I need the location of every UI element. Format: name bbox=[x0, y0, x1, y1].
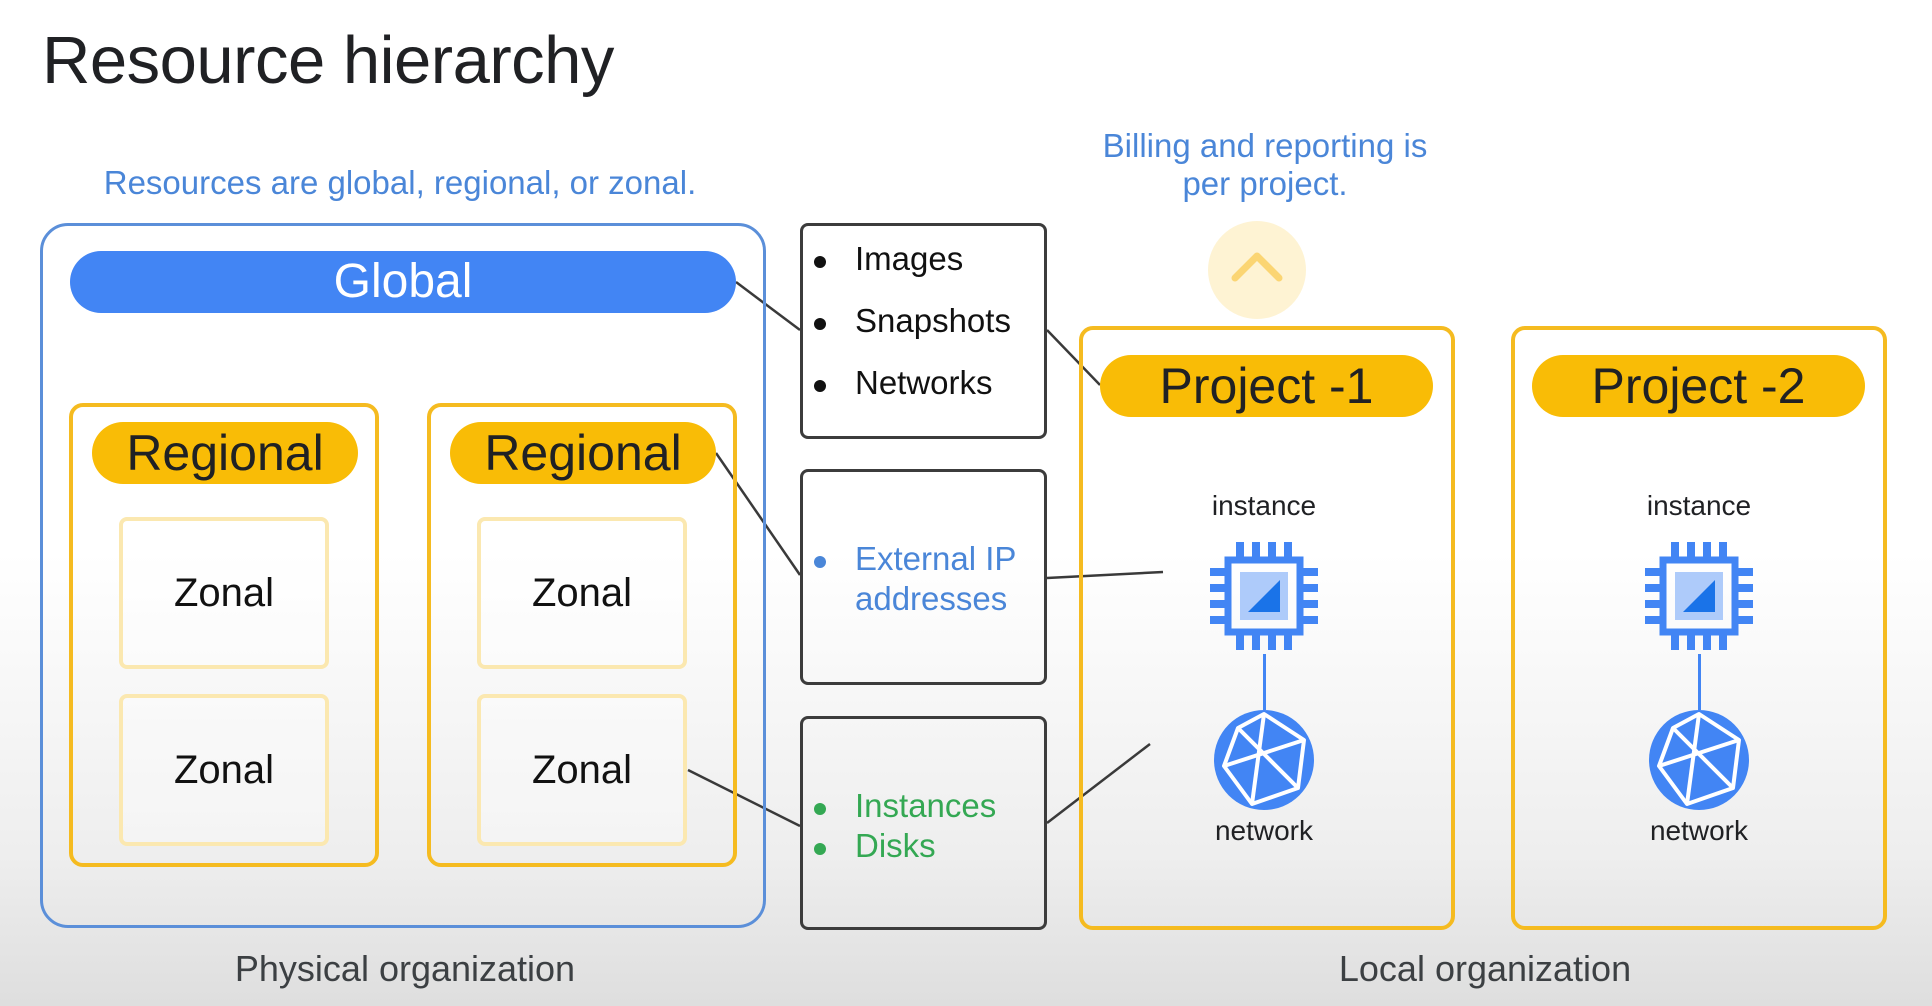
bullet bbox=[814, 318, 826, 330]
network-label-1: network bbox=[1214, 815, 1314, 846]
network-label-2: network bbox=[1649, 815, 1749, 846]
bullet bbox=[814, 256, 826, 268]
global-pill: Global bbox=[70, 251, 736, 313]
zonal-box-2a: Zonal bbox=[477, 517, 687, 669]
instance-network-link bbox=[1263, 654, 1266, 710]
instance-network-link bbox=[1698, 654, 1701, 710]
project-box-2 bbox=[1511, 326, 1887, 930]
regional-pill-2: Regional bbox=[450, 422, 716, 484]
zonal-box-1b: Zonal bbox=[119, 694, 329, 846]
network-globe-icon bbox=[1647, 708, 1751, 812]
bullet bbox=[814, 843, 826, 855]
instance-label-1: instance bbox=[1211, 490, 1317, 521]
list-item-snapshots: Snapshots bbox=[855, 302, 1011, 339]
network-globe-icon bbox=[1212, 708, 1316, 812]
compute-chip-icon bbox=[1643, 540, 1755, 652]
physical-organization-box bbox=[40, 223, 766, 928]
connector-list-to-project bbox=[1046, 329, 1101, 386]
connector-disks-to-network bbox=[1046, 743, 1151, 824]
region-box-2 bbox=[427, 403, 737, 867]
connector-regional-to-ip bbox=[714, 452, 802, 576]
physical-organization-caption: Physical organization bbox=[234, 948, 576, 989]
connector-zonal-to-disks bbox=[687, 768, 801, 828]
connector-global-to-list bbox=[735, 281, 801, 331]
list-item-disks: Disks bbox=[855, 827, 936, 864]
regional-pill-1: Regional bbox=[92, 422, 358, 484]
billing-note: Billing and reporting is per project. bbox=[1060, 127, 1470, 203]
connector-ip-to-instance bbox=[1046, 570, 1164, 580]
zonal-box-2b: Zonal bbox=[477, 694, 687, 846]
list-item-networks: Networks bbox=[855, 364, 993, 401]
list-item-images: Images bbox=[855, 240, 964, 277]
project-pill-2: Project -2 bbox=[1532, 355, 1865, 417]
instance-label-2: instance bbox=[1646, 490, 1752, 521]
bullet bbox=[814, 803, 826, 815]
bullet bbox=[814, 556, 826, 568]
global-resources-box: Images Snapshots Networks bbox=[800, 223, 1047, 439]
zonal-resources-box: Instances Disks bbox=[800, 716, 1047, 930]
local-organization-caption: Local organization bbox=[1338, 948, 1632, 989]
project-pill-1: Project -1 bbox=[1100, 355, 1433, 417]
list-item-external-ip: External IP bbox=[855, 540, 1017, 577]
list-item-addresses: addresses bbox=[855, 580, 1008, 617]
list-item-instances: Instances bbox=[855, 787, 997, 824]
compute-chip-icon bbox=[1208, 540, 1320, 652]
chevron-up-icon[interactable] bbox=[1207, 220, 1307, 320]
region-box-1 bbox=[69, 403, 379, 867]
resources-scope-note: Resources are global, regional, or zonal… bbox=[103, 164, 697, 201]
regional-resources-box: External IP addresses bbox=[800, 469, 1047, 685]
billing-note-line1: Billing and reporting is bbox=[1102, 127, 1428, 164]
zonal-box-1a: Zonal bbox=[119, 517, 329, 669]
bullet bbox=[814, 380, 826, 392]
page-title: Resource hierarchy bbox=[42, 23, 614, 98]
project-box-1 bbox=[1079, 326, 1455, 930]
billing-note-line2: per project. bbox=[1182, 165, 1348, 202]
